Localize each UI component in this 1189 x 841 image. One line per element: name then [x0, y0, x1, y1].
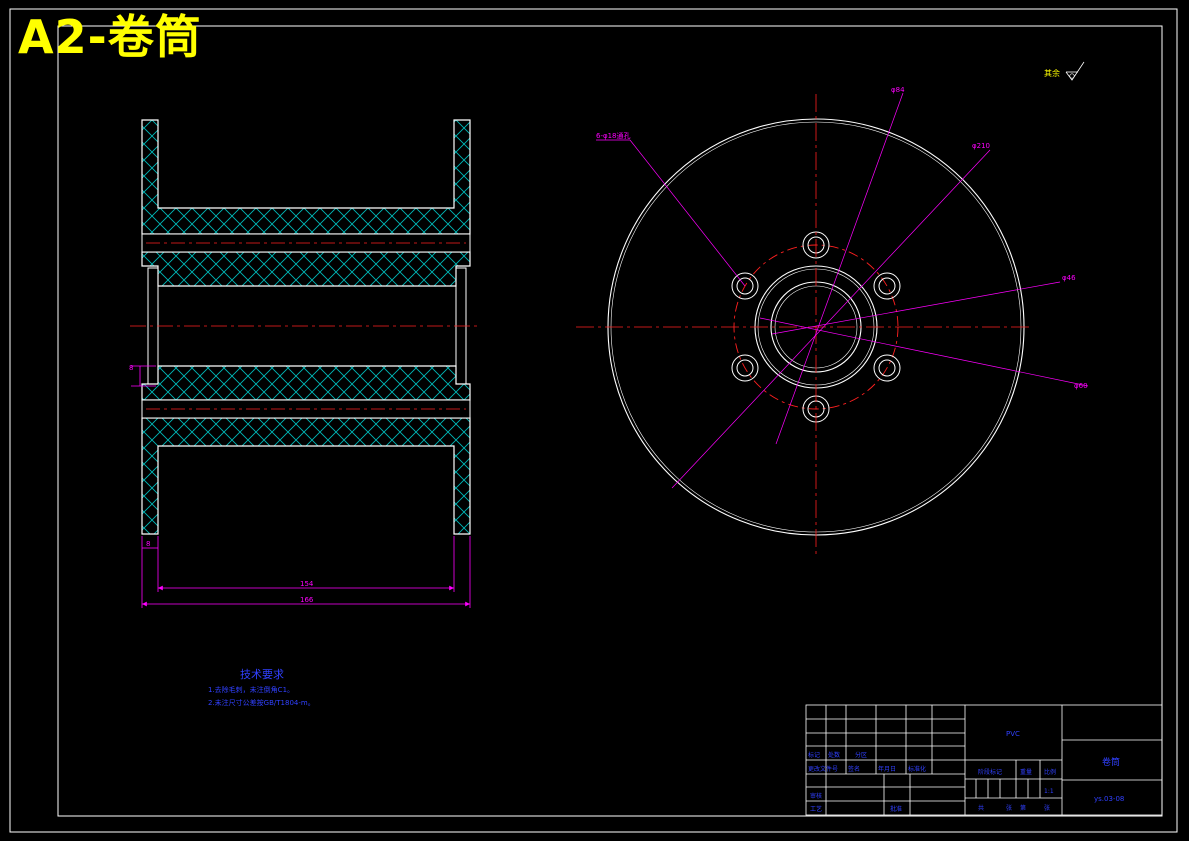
- tech-requirements: 技术要求 1.去除毛刺，未注倒角C1。 2.未注尺寸公差按GB/T1804-m。: [208, 668, 315, 707]
- inner-border: [57, 25, 1163, 817]
- outer-border: [9, 8, 1178, 833]
- svg-text:1:1: 1:1: [1044, 788, 1054, 795]
- drawing-number-text: ys.03-08: [1094, 795, 1124, 803]
- title-block: [805, 704, 1163, 816]
- section-view: 8 8 154 166: [129, 119, 480, 608]
- sheet-title: A2-卷筒: [18, 10, 202, 64]
- end-view: 6-φ18通孔 φ84 φ210 φ46 φ60: [576, 86, 1089, 556]
- svg-text:签名: 签名: [848, 765, 860, 773]
- svg-text:审核: 审核: [810, 792, 822, 800]
- dim-dia-210: φ210: [972, 142, 990, 150]
- svg-text:共: 共: [978, 804, 984, 812]
- note-holes: 6-φ18通孔: [596, 131, 631, 140]
- svg-text:更改文件号: 更改文件号: [808, 765, 838, 773]
- dim-bottom-8: 8: [146, 540, 150, 548]
- section-hatch-hub-lower: [141, 365, 471, 401]
- svg-text:标准化: 标准化: [908, 765, 926, 773]
- dim-dia-46: φ46: [1062, 274, 1076, 282]
- dim-166: 166: [300, 596, 314, 604]
- material-text: PVC: [1006, 730, 1020, 738]
- svg-text:批准: 批准: [890, 805, 902, 813]
- dim-side-8: 8: [129, 364, 133, 372]
- tech-heading: 技术要求: [240, 668, 284, 681]
- tech-item-1: 1.去除毛刺，未注倒角C1。: [208, 685, 294, 694]
- svg-text:分区: 分区: [855, 751, 867, 759]
- svg-text:标记: 标记: [808, 751, 820, 759]
- svg-text:阶段标记: 阶段标记: [978, 768, 1002, 776]
- dim-dia-60: φ60: [1074, 382, 1088, 390]
- part-name-text: 卷筒: [1102, 756, 1120, 768]
- dim-154: 154: [300, 580, 314, 588]
- section-hatch-lower: [141, 417, 471, 535]
- svg-text:重量: 重量: [1020, 768, 1032, 776]
- section-hatch-hub-upper: [141, 251, 471, 287]
- svg-text:张: 张: [1006, 804, 1012, 812]
- roughness-symbol: 其余: [1044, 61, 1085, 81]
- svg-text:年月日: 年月日: [878, 765, 896, 773]
- svg-text:其余: 其余: [1044, 68, 1060, 78]
- section-hatch-upper: [141, 119, 471, 235]
- svg-text:比例: 比例: [1044, 768, 1056, 776]
- svg-text:张: 张: [1044, 804, 1050, 812]
- tech-item-2: 2.未注尺寸公差按GB/T1804-m。: [208, 698, 315, 707]
- title-block-text: 标记 处数 分区 更改文件号 签名 年月日 设计 标准化 阶段标记 重量 比例 …: [808, 730, 1124, 813]
- svg-text:处数: 处数: [828, 751, 840, 759]
- svg-text:第: 第: [1020, 804, 1026, 812]
- dim-dia-84: φ84: [891, 86, 905, 94]
- svg-text:工艺: 工艺: [810, 805, 822, 813]
